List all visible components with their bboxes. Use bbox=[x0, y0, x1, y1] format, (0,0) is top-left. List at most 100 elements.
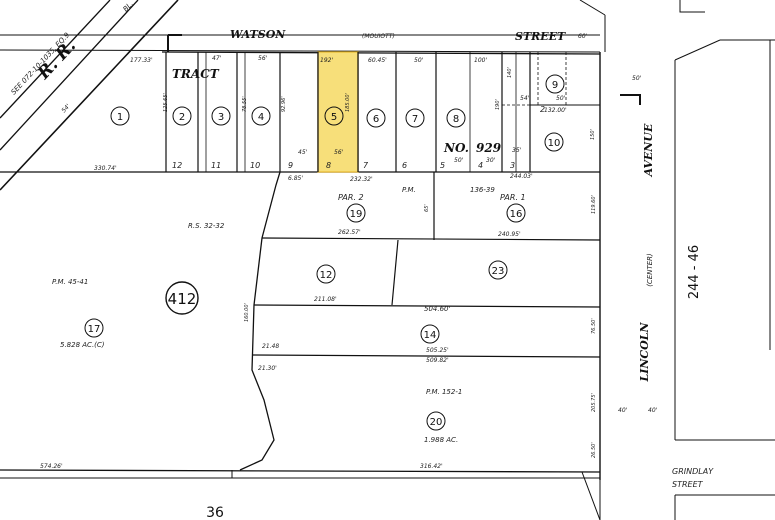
svg-text:78.55': 78.55' bbox=[242, 96, 248, 112]
parcel-20[interactable]: 20 bbox=[426, 411, 446, 431]
lot-10[interactable]: 10 bbox=[544, 132, 564, 152]
street-label-top: STREET bbox=[515, 30, 566, 43]
svg-text:5: 5 bbox=[440, 161, 445, 170]
svg-text:35': 35' bbox=[512, 147, 522, 154]
svg-text:232.32': 232.32' bbox=[350, 176, 373, 183]
lot-6[interactable]: 6 bbox=[366, 108, 386, 128]
svg-text:17: 17 bbox=[88, 324, 101, 335]
svg-text:190': 190' bbox=[495, 99, 501, 110]
svg-text:150': 150' bbox=[590, 129, 596, 140]
svg-text:509.82': 509.82' bbox=[426, 357, 449, 364]
svg-text:23: 23 bbox=[492, 266, 505, 277]
svg-text:12: 12 bbox=[320, 270, 333, 281]
svg-text:50': 50' bbox=[454, 157, 464, 164]
svg-text:185.00': 185.00' bbox=[345, 93, 351, 112]
railroad: R. R. SEE 072-10-1035, EQ.9 BL. 54' bbox=[0, 0, 179, 191]
lot-4[interactable]: 4 bbox=[251, 106, 271, 126]
avenue-label: AVENUE bbox=[642, 123, 655, 177]
svg-text:2: 2 bbox=[179, 112, 185, 123]
parcel-17[interactable]: 17 bbox=[84, 318, 104, 338]
svg-text:50': 50' bbox=[556, 95, 566, 102]
svg-text:211.08': 211.08' bbox=[314, 296, 337, 303]
parcel-19[interactable]: 19 bbox=[346, 203, 366, 223]
svg-text:11: 11 bbox=[211, 161, 221, 170]
railroad-br: BL. bbox=[122, 0, 135, 13]
svg-text:56': 56' bbox=[334, 149, 344, 156]
lot-1[interactable]: 1 bbox=[110, 106, 130, 126]
svg-text:65': 65' bbox=[424, 204, 430, 212]
lincoln-label: LINCOLN bbox=[638, 322, 651, 383]
area17-label: 5.828 AC.(C) bbox=[60, 341, 105, 349]
svg-text:125.65': 125.65' bbox=[163, 93, 169, 112]
svg-text:4: 4 bbox=[478, 161, 483, 170]
svg-text:76.50': 76.50' bbox=[591, 318, 597, 334]
lot-markers: 1 2 3 4 5 6 7 8 9 10 bbox=[110, 74, 565, 152]
svg-text:192': 192' bbox=[320, 57, 333, 64]
svg-text:21.30': 21.30' bbox=[258, 365, 277, 372]
lower-parcels: 19 16 12 23 14 20 17 PAR. 2 P.M. 136-39 … bbox=[0, 171, 601, 520]
par2-label: PAR. 2 bbox=[338, 193, 364, 202]
svg-text:50': 50' bbox=[414, 57, 424, 64]
page-number-badge: 412 bbox=[165, 281, 199, 315]
watson-alt-label: (MOUIOTT) bbox=[362, 33, 395, 40]
svg-text:177.33': 177.33' bbox=[130, 57, 153, 64]
svg-text:262.57': 262.57' bbox=[338, 229, 361, 236]
avenue-center-label: (CENTER) bbox=[646, 253, 654, 287]
lot-3[interactable]: 3 bbox=[211, 106, 231, 126]
svg-text:10: 10 bbox=[548, 138, 561, 149]
svg-text:9: 9 bbox=[552, 80, 558, 91]
svg-text:504.60': 504.60' bbox=[424, 305, 450, 313]
svg-text:132.00': 132.00' bbox=[544, 107, 567, 114]
avenue-width-right: 40' bbox=[648, 407, 658, 414]
svg-text:1: 1 bbox=[117, 112, 123, 123]
grindlay-label: GRINDLAY bbox=[672, 467, 714, 476]
svg-text:9: 9 bbox=[288, 161, 293, 170]
tract-label: TRACT bbox=[172, 67, 220, 81]
area20-label: 1.988 AC. bbox=[424, 436, 458, 444]
page-ref-right: 244 - 46 bbox=[687, 245, 702, 299]
parcel-14[interactable]: 14 bbox=[420, 324, 440, 344]
svg-text:140': 140' bbox=[507, 67, 513, 78]
svg-text:100': 100' bbox=[474, 57, 487, 64]
svg-text:45': 45' bbox=[298, 149, 308, 156]
street-width-dim: 60' bbox=[578, 33, 588, 40]
svg-text:47': 47' bbox=[212, 55, 222, 62]
svg-text:505.25': 505.25' bbox=[426, 347, 449, 354]
svg-text:3: 3 bbox=[218, 112, 224, 123]
page-number: 412 bbox=[168, 290, 197, 308]
svg-text:8: 8 bbox=[453, 114, 459, 125]
lot-dimensions: 177.33' 47' 56' 192' 60.45' 50' 100' 54'… bbox=[94, 55, 596, 180]
svg-text:7: 7 bbox=[363, 161, 369, 170]
lot-2[interactable]: 2 bbox=[172, 106, 192, 126]
lot-7[interactable]: 7 bbox=[405, 108, 425, 128]
lot-8[interactable]: 8 bbox=[446, 108, 466, 128]
svg-text:6: 6 bbox=[373, 114, 379, 125]
svg-text:60.45': 60.45' bbox=[368, 57, 387, 64]
pm-136-label: 136-39 bbox=[470, 186, 495, 194]
parcel-16[interactable]: 16 bbox=[506, 203, 526, 223]
svg-text:574.26': 574.26' bbox=[40, 463, 63, 470]
svg-text:160.00': 160.00' bbox=[244, 303, 250, 322]
svg-text:3: 3 bbox=[510, 161, 515, 170]
pm152-label: P.M. 152-1 bbox=[426, 388, 462, 396]
svg-text:119.60': 119.60' bbox=[591, 195, 597, 214]
svg-text:19: 19 bbox=[350, 209, 363, 220]
svg-text:21.48: 21.48 bbox=[262, 343, 279, 350]
svg-text:7: 7 bbox=[412, 114, 418, 125]
lot-9[interactable]: 9 bbox=[545, 74, 565, 94]
lot-5[interactable]: 5 bbox=[324, 106, 344, 126]
page-references: 412 244 - 46 36 bbox=[165, 245, 702, 520]
avenue-width-left: 40' bbox=[618, 407, 628, 414]
svg-text:12: 12 bbox=[172, 161, 182, 170]
parcel-12[interactable]: 12 bbox=[316, 264, 336, 284]
svg-text:240.95': 240.95' bbox=[498, 231, 521, 238]
page-ref-bottom: 36 bbox=[206, 505, 224, 520]
parcel-23[interactable]: 23 bbox=[488, 260, 508, 280]
svg-text:56': 56' bbox=[258, 55, 268, 62]
svg-text:205.75': 205.75' bbox=[591, 393, 597, 412]
svg-text:92.96': 92.96' bbox=[281, 96, 287, 112]
avenue-width-top: 50' bbox=[632, 75, 642, 82]
svg-text:330.74': 330.74' bbox=[94, 165, 117, 172]
svg-text:2: 2 bbox=[540, 105, 545, 114]
